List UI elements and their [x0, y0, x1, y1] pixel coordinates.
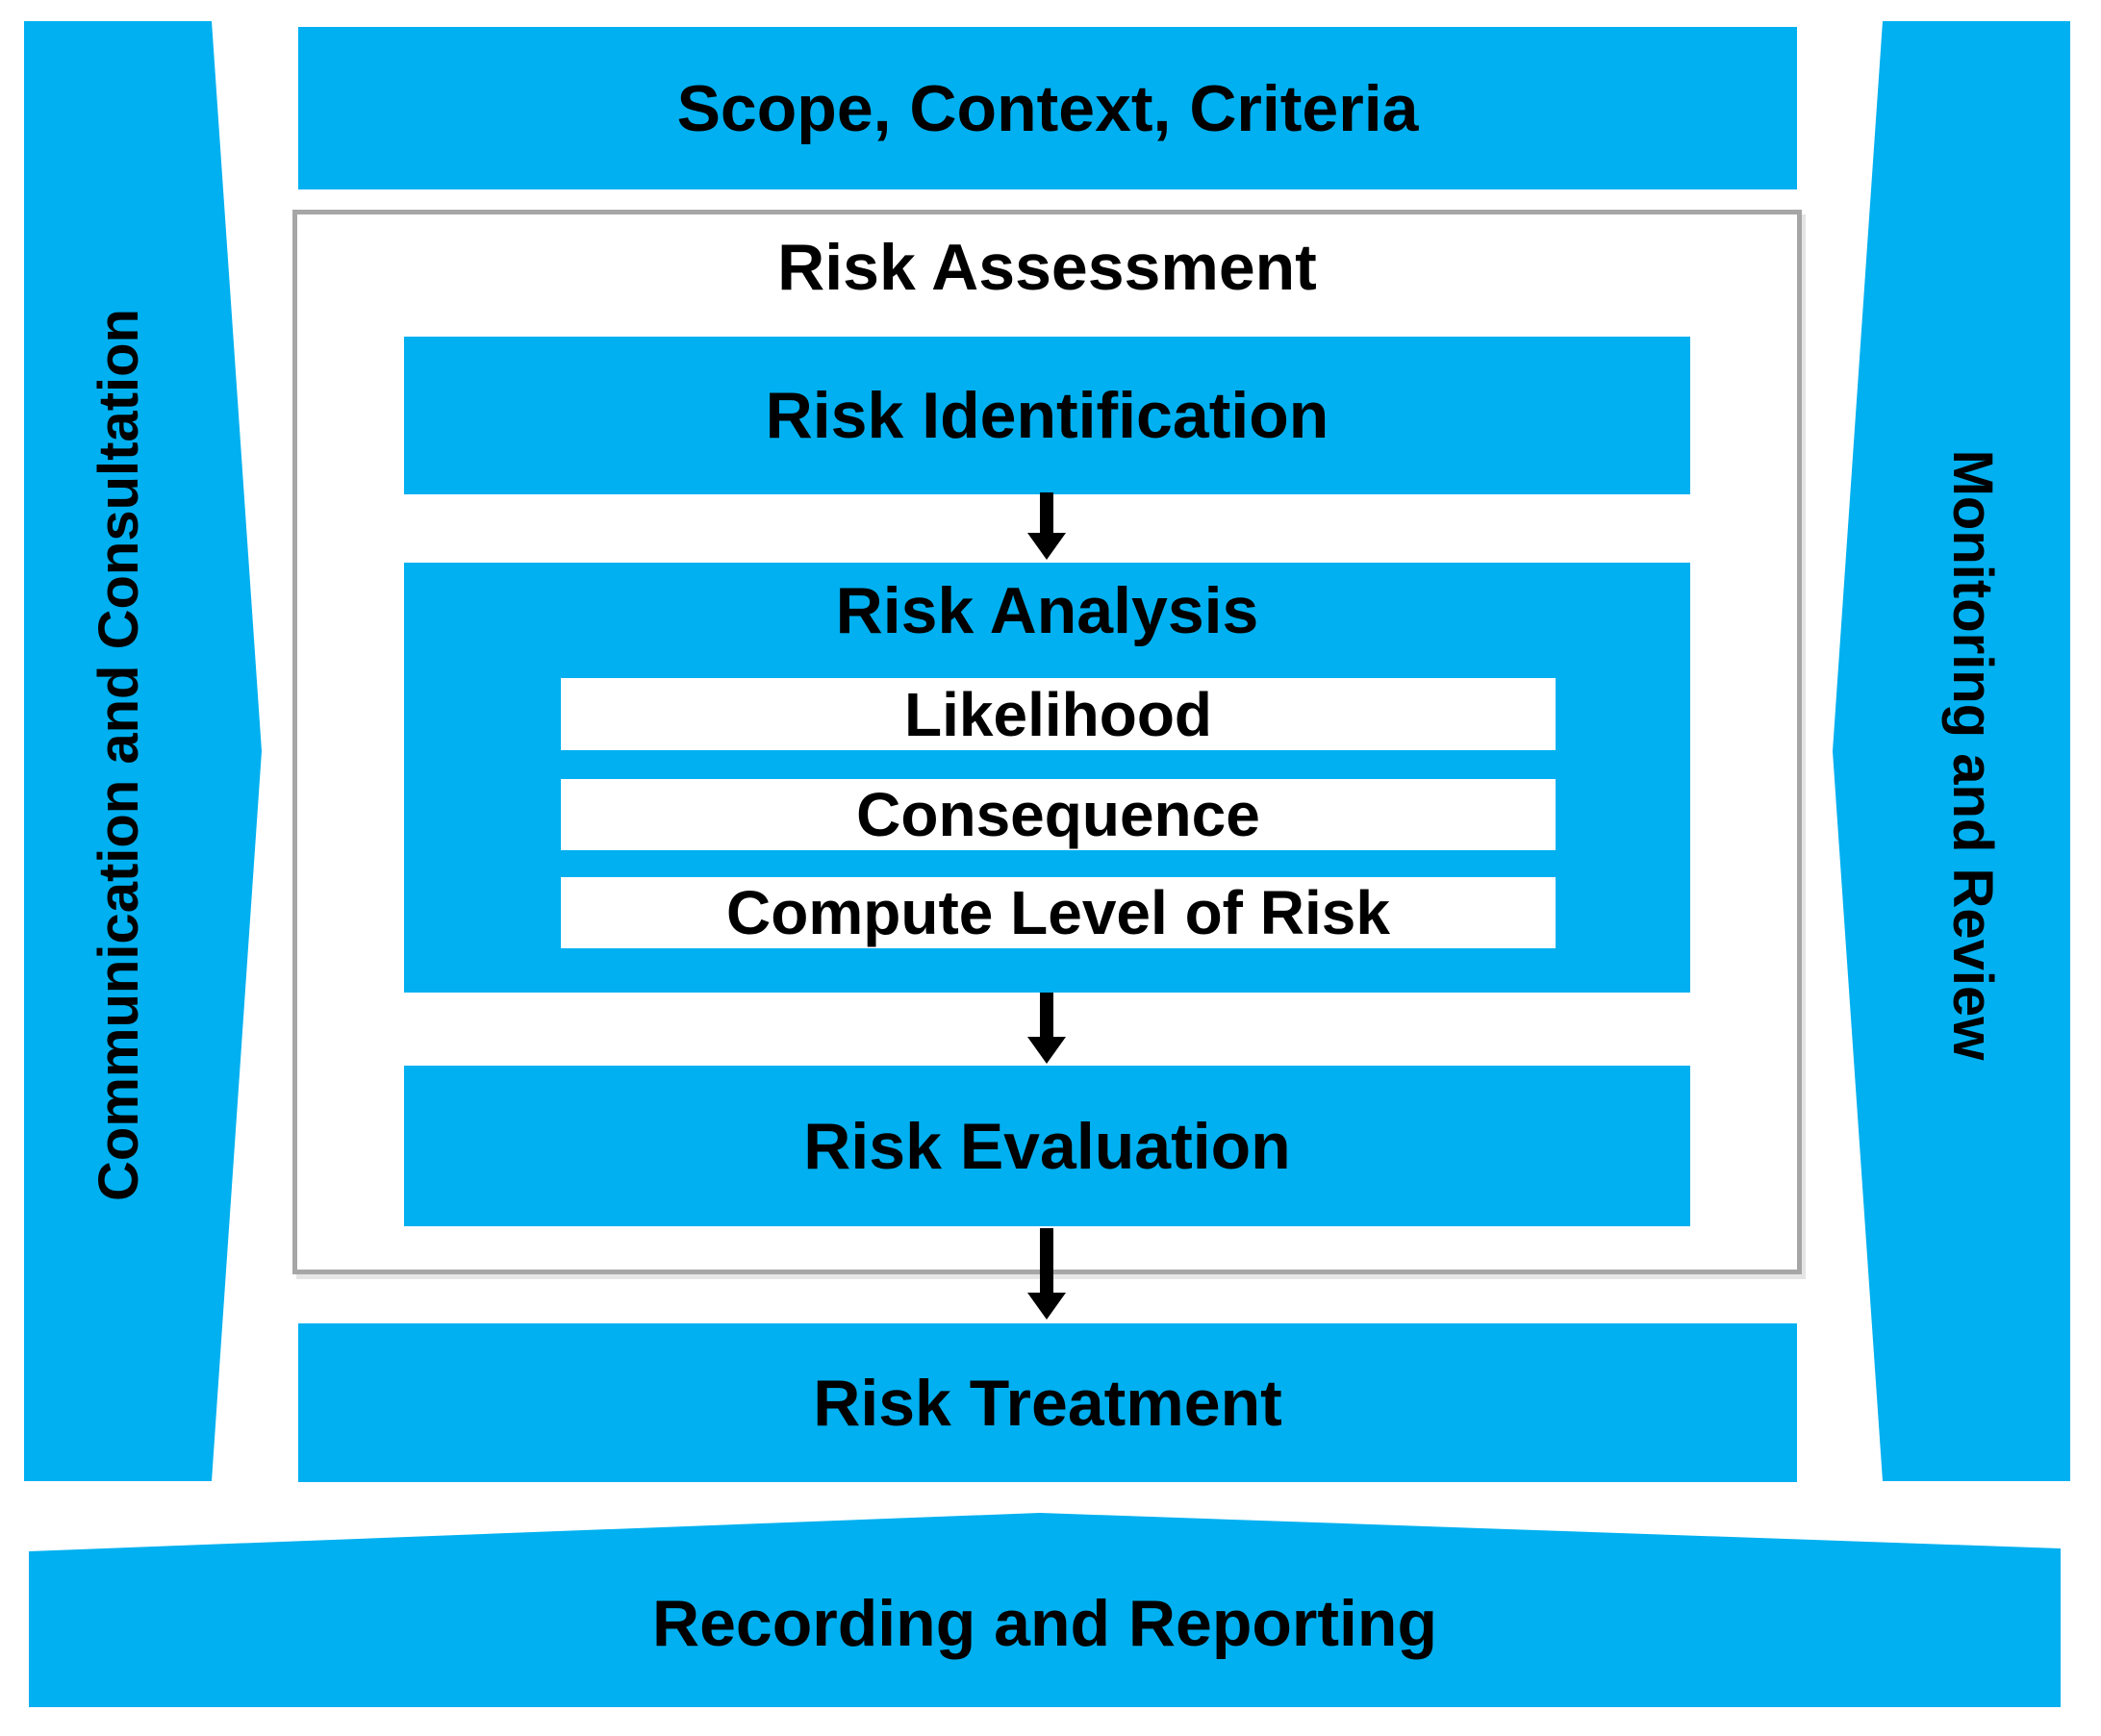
- risk-analysis-title: Risk Analysis: [835, 574, 1259, 647]
- monitoring-review-label: Monitoring and Review: [1941, 449, 2004, 1061]
- arrow-stem: [1040, 1228, 1053, 1293]
- down-arrow-icon-2: [1025, 993, 1068, 1064]
- communication-consultation-label: Communication and Consultation: [88, 309, 150, 1201]
- arrow-head: [1027, 533, 1066, 560]
- risk-identification-bar: Risk Identification: [404, 337, 1690, 494]
- recording-reporting-band: Recording and Reporting: [29, 1513, 2061, 1707]
- arrow-head: [1027, 1037, 1066, 1064]
- communication-consultation-band: Communication and Consultation: [24, 21, 262, 1481]
- likelihood-bar: Likelihood: [561, 678, 1556, 750]
- arrow-head: [1027, 1293, 1066, 1320]
- consequence-bar: Consequence: [561, 779, 1556, 850]
- arrow-stem: [1040, 993, 1053, 1037]
- risk-evaluation-bar: Risk Evaluation: [404, 1066, 1690, 1226]
- risk-assessment-title: Risk Assessment: [777, 231, 1317, 304]
- down-arrow-icon-3: [1025, 1228, 1068, 1320]
- compute-level-of-risk-bar: Compute Level of Risk: [561, 877, 1556, 948]
- risk-treatment-bar: Risk Treatment: [298, 1323, 1797, 1482]
- monitoring-review-band: Monitoring and Review: [1833, 21, 2070, 1481]
- down-arrow-icon-1: [1025, 492, 1068, 560]
- scope-context-criteria-bar: Scope, Context, Criteria: [298, 27, 1797, 189]
- arrow-stem: [1040, 492, 1053, 533]
